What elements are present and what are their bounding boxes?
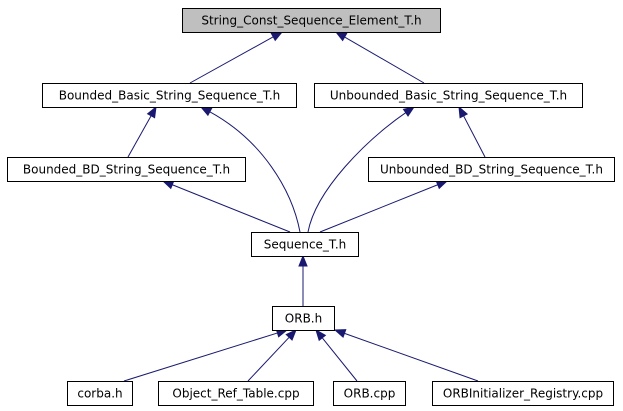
node-box[interactable] xyxy=(67,381,133,406)
node-label: Unbounded_BD_String_Sequence_T.h xyxy=(380,163,603,177)
edge-line xyxy=(343,332,479,382)
edge-orb_cpp-to-orb_h xyxy=(315,328,358,382)
node-box[interactable] xyxy=(333,381,406,406)
node-orb-h[interactable]: ORB.h xyxy=(272,306,335,331)
node-label: ORBInitializer_Registry.cpp xyxy=(443,387,603,401)
node-corba-h[interactable]: corba.h xyxy=(67,381,133,406)
edge-line xyxy=(123,332,279,382)
edge-line xyxy=(321,336,358,382)
edge-bounded_basic-to-string_const xyxy=(189,31,284,84)
edge-bounded_bd-to-bounded_basic xyxy=(127,105,157,158)
node-label: ORB.cpp xyxy=(344,387,396,401)
node-label: corba.h xyxy=(77,387,122,401)
arrowhead xyxy=(402,106,416,117)
edge-orbinit_registry-to-orb_h xyxy=(333,329,479,382)
edge-line xyxy=(462,114,486,158)
edge-line xyxy=(343,36,425,84)
arrowhead xyxy=(458,105,469,119)
nodes-layer: String_Const_Sequence_Element_T.hBounded… xyxy=(7,8,615,406)
node-label: Object_Ref_Table.cpp xyxy=(172,387,299,401)
edge-line xyxy=(189,35,275,84)
arrowhead xyxy=(315,328,327,342)
node-sequence[interactable]: Sequence_T.h xyxy=(251,232,359,257)
edge-line xyxy=(307,111,407,233)
edge-unbounded_bd-to-unbounded_basic xyxy=(458,105,486,158)
node-box[interactable] xyxy=(432,381,614,406)
node-box[interactable] xyxy=(7,157,246,182)
arrowhead xyxy=(298,254,308,267)
edge-line xyxy=(208,110,301,233)
arrowhead xyxy=(285,329,297,341)
node-box[interactable] xyxy=(314,83,583,108)
arrowhead xyxy=(435,180,449,190)
edge-object_ref_table-to-orb_h xyxy=(247,329,297,382)
node-label: Unbounded_Basic_String_Sequence_T.h xyxy=(330,89,567,103)
edge-sequence-to-unbounded_basic xyxy=(307,106,416,233)
node-box[interactable] xyxy=(251,232,359,257)
node-string-const[interactable]: String_Const_Sequence_Element_T.h xyxy=(182,8,441,33)
arrowhead xyxy=(146,105,157,119)
arrowhead xyxy=(199,106,213,117)
edge-line xyxy=(127,114,153,158)
node-label: ORB.h xyxy=(285,312,322,326)
node-box[interactable] xyxy=(158,381,314,406)
node-orbinit-registry[interactable]: ORBInitializer_Registry.cpp xyxy=(432,381,614,406)
edge-orb_h-to-sequence xyxy=(298,254,308,306)
node-bounded-basic[interactable]: Bounded_Basic_String_Sequence_T.h xyxy=(42,83,297,108)
edge-sequence-to-bounded_bd xyxy=(161,180,291,233)
arrowhead xyxy=(334,31,348,42)
node-unbounded-basic[interactable]: Unbounded_Basic_String_Sequence_T.h xyxy=(314,83,583,108)
node-unbounded-bd[interactable]: Unbounded_BD_String_Sequence_T.h xyxy=(368,157,615,182)
node-box[interactable] xyxy=(368,157,615,182)
node-label: String_Const_Sequence_Element_T.h xyxy=(201,14,421,28)
node-label: Sequence_T.h xyxy=(264,238,347,252)
node-bounded-bd[interactable]: Bounded_BD_String_Sequence_T.h xyxy=(7,157,246,182)
node-label: Bounded_BD_String_Sequence_T.h xyxy=(23,163,230,177)
edge-corba_h-to-orb_h xyxy=(123,328,289,382)
edge-line xyxy=(171,183,291,233)
node-box[interactable] xyxy=(272,306,335,331)
node-object-ref-table[interactable]: Object_Ref_Table.cpp xyxy=(158,381,314,406)
node-box[interactable] xyxy=(182,8,441,33)
arrowhead xyxy=(270,31,284,42)
edge-line xyxy=(247,336,291,382)
edge-sequence-to-unbounded_bd xyxy=(319,180,449,233)
edge-line xyxy=(319,183,439,233)
node-label: Bounded_Basic_String_Sequence_T.h xyxy=(59,89,281,103)
node-box[interactable] xyxy=(42,83,297,108)
arrowhead xyxy=(333,329,347,338)
node-orb-cpp[interactable]: ORB.cpp xyxy=(333,381,406,406)
edge-unbounded_basic-to-string_const xyxy=(334,31,425,84)
arrowhead xyxy=(161,180,175,190)
